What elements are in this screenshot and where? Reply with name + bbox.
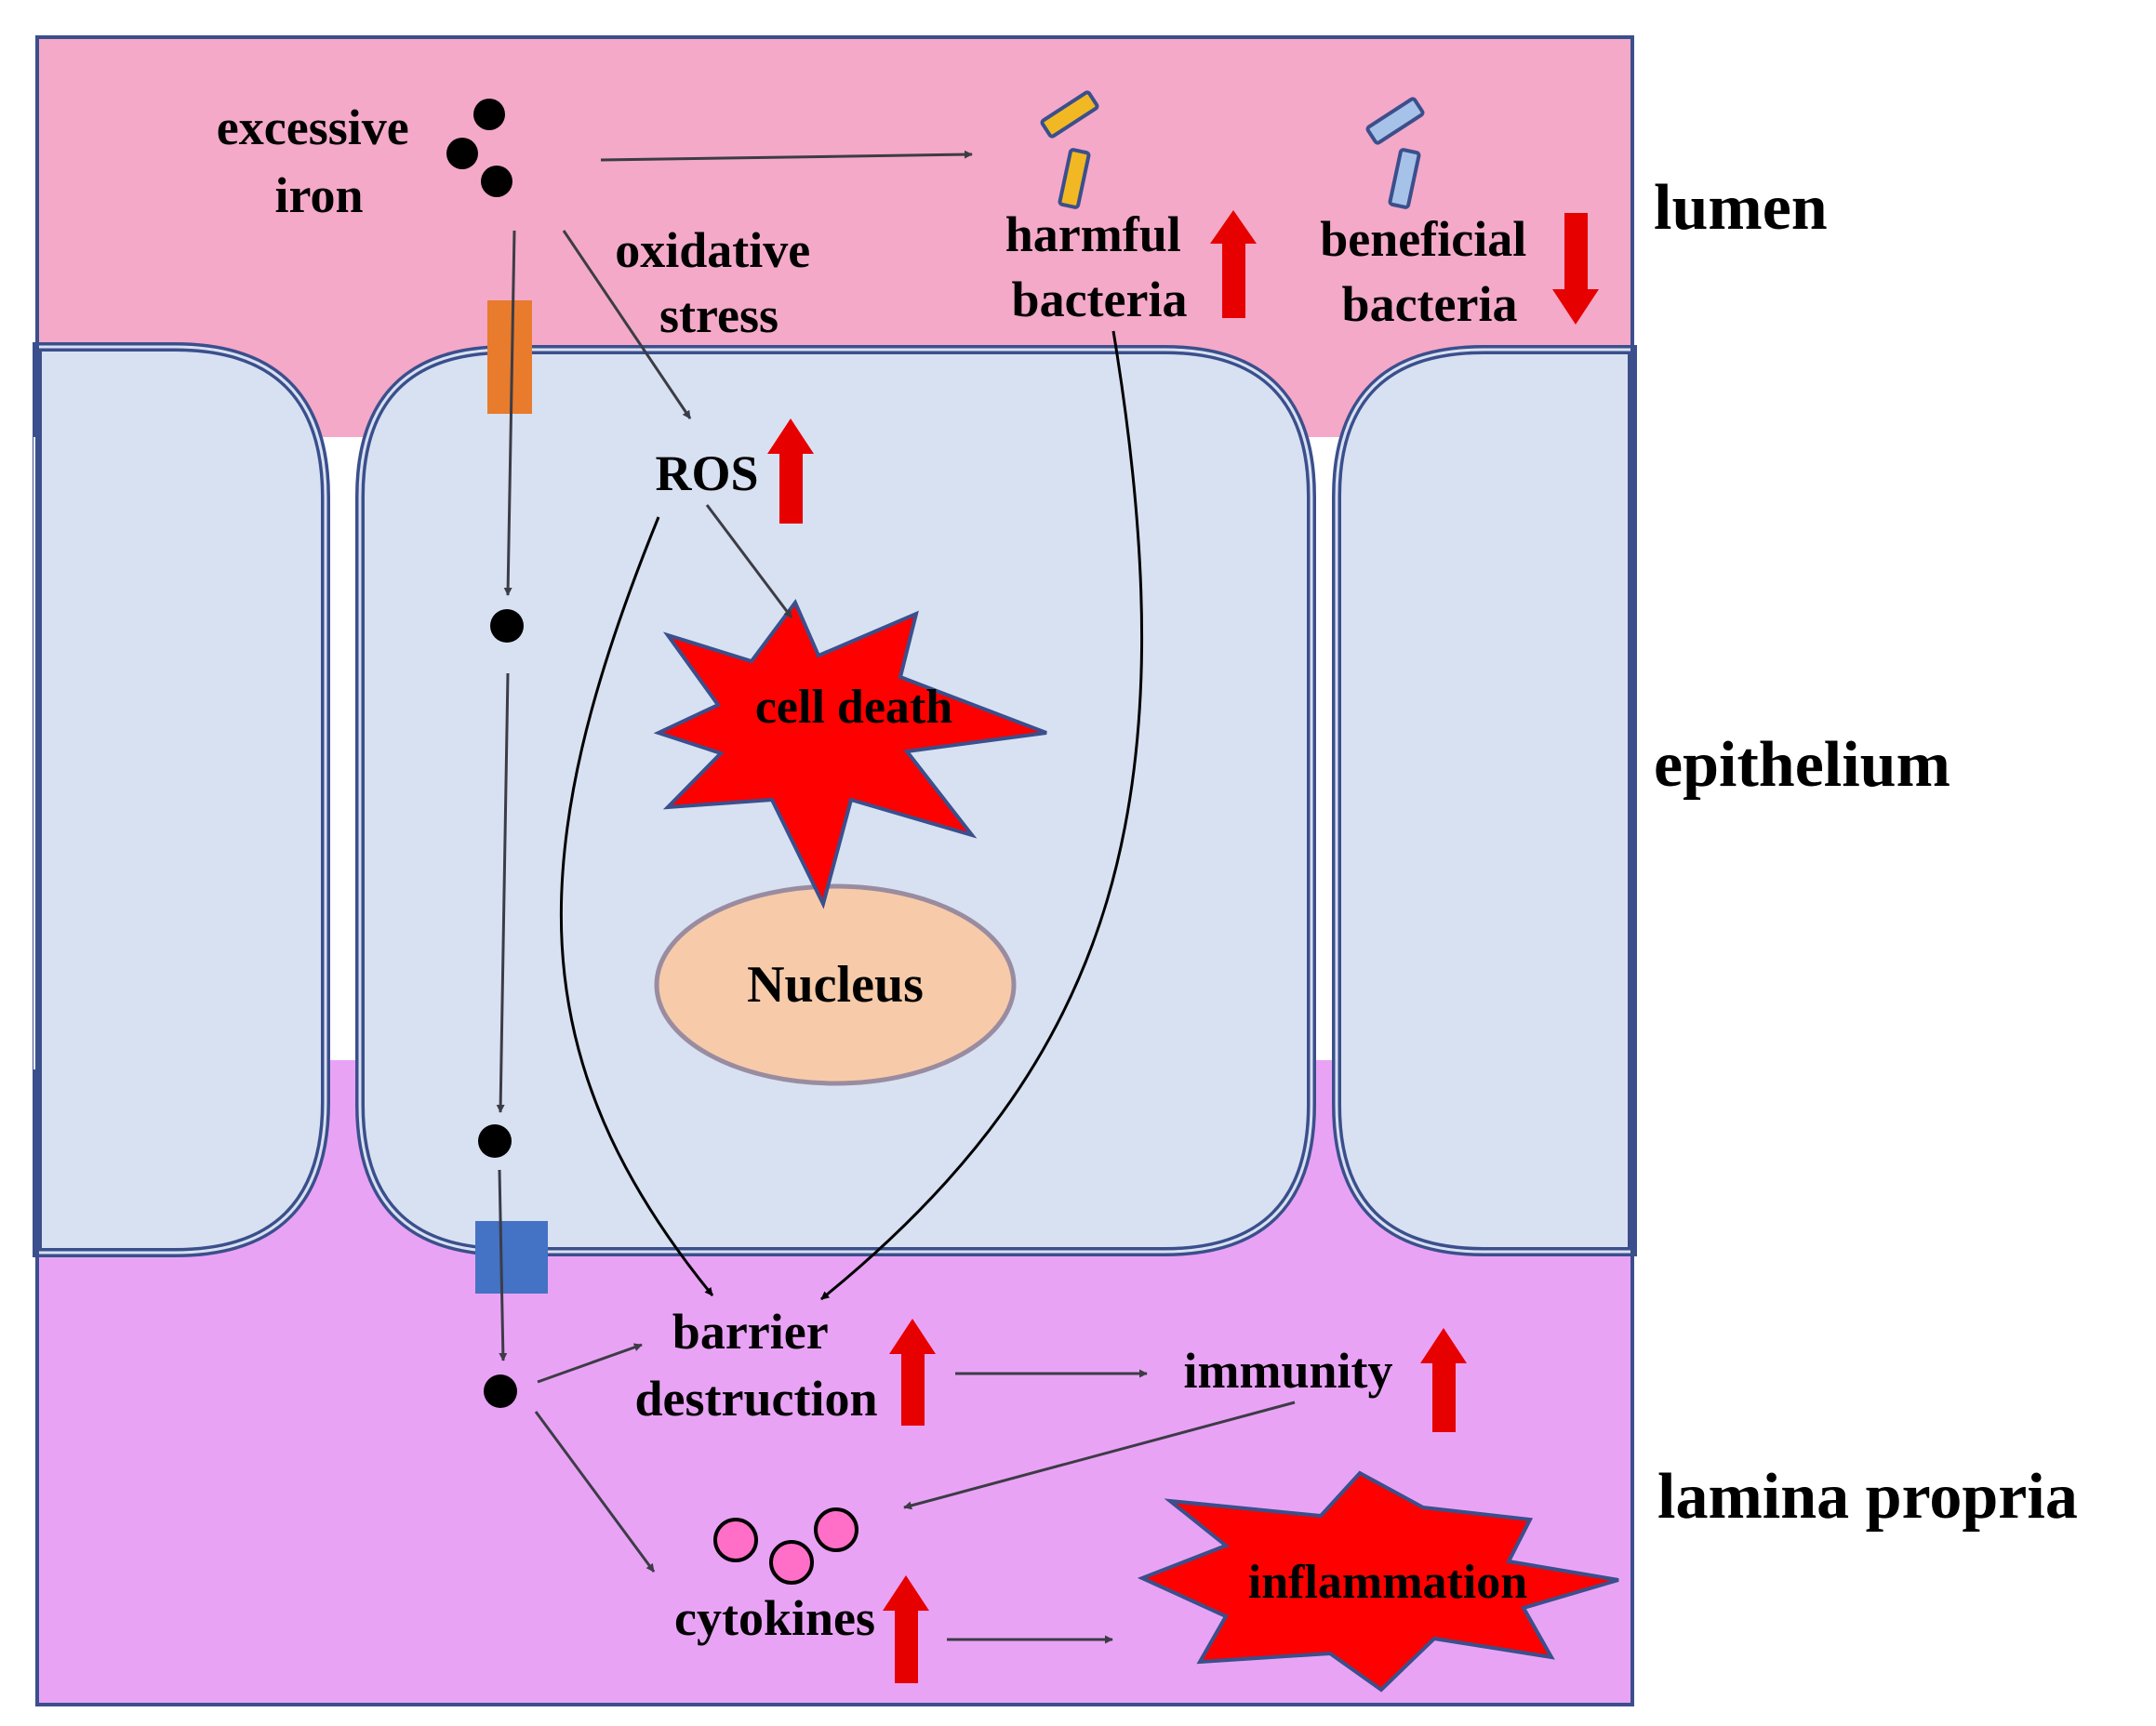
iron-export-arrow xyxy=(498,1169,508,1361)
basolateral-iron-exporter xyxy=(475,1221,548,1294)
iron-to-harmful-bacteria-arrow xyxy=(600,150,973,162)
iron-transcellular-arrow xyxy=(496,672,510,1113)
cell-death-label: cell death xyxy=(755,681,952,734)
apical-iron-importer xyxy=(487,300,532,414)
flow-arrows xyxy=(496,150,1296,1644)
ros-to-barrier-arrow xyxy=(559,516,714,1296)
inflammation-label: inflammation xyxy=(1248,1556,1528,1609)
epithelium-region-label: epithelium xyxy=(1654,729,1950,801)
iron-uptake-arrow xyxy=(503,230,516,596)
harmful-bacteria-to-barrier-arrow xyxy=(820,330,1143,1301)
harmful-bacteria-icon xyxy=(1040,90,1099,209)
iron-to-barrier-arrow xyxy=(537,1343,643,1384)
diagram-frame xyxy=(35,35,1634,1706)
iron-to-ros-arrow xyxy=(562,230,692,419)
cytokine xyxy=(814,1507,858,1552)
excessive-iron-label: excessive iron xyxy=(217,100,421,223)
cytokine xyxy=(713,1518,758,1562)
barrier-destruction-up-arrow xyxy=(889,1319,936,1426)
iron-particle xyxy=(481,166,512,197)
inflammation-burst xyxy=(1137,1470,1619,1693)
nucleus-label: Nucleus xyxy=(747,956,924,1014)
iron-to-cytokines-arrow xyxy=(534,1411,656,1573)
barrier-destruction-label: barrier destruction xyxy=(635,1304,878,1427)
ros-label: ROS xyxy=(655,445,758,501)
cytokines-label: cytokines xyxy=(674,1590,875,1646)
iron-particle xyxy=(473,99,505,130)
nucleus xyxy=(654,883,1017,1086)
right-epithelial-cell xyxy=(1332,345,1637,1256)
iron-particle xyxy=(446,138,478,169)
cell-death-burst xyxy=(653,599,1047,909)
cytokine-particles xyxy=(713,1507,858,1585)
beneficial-bacteria-icon xyxy=(1365,97,1425,209)
lumen-region-label: lumen xyxy=(1654,172,1828,244)
immunity-label: immunity xyxy=(1183,1343,1392,1399)
cytokines-up-arrow xyxy=(883,1575,929,1683)
oxidative-stress-label: oxidative stress xyxy=(615,222,823,343)
left-epithelial-cell xyxy=(33,342,330,1257)
immunity-up-arrow xyxy=(1420,1328,1467,1432)
harmful-bacteria-up-arrow xyxy=(1210,210,1257,318)
curved-arrows xyxy=(559,330,1143,1301)
beneficial-bacteria-label: beneficial bacteria xyxy=(1320,211,1538,332)
change-arrows xyxy=(767,210,1599,1683)
basal-iron-particle xyxy=(478,1124,512,1158)
ros-to-cell-death-arrow xyxy=(705,504,793,618)
intracellular-iron-particle xyxy=(490,609,524,643)
beneficial-bacteria-down-arrow xyxy=(1552,213,1599,325)
harmful-bacteria-label: harmful bacteria xyxy=(1005,206,1194,327)
immunity-to-cytokines-arrow xyxy=(903,1401,1296,1510)
lamina-propria-region-label: lamina propria xyxy=(1657,1461,2078,1533)
cytokine xyxy=(769,1540,814,1585)
ros-up-arrow xyxy=(767,418,814,524)
exported-iron-particle xyxy=(484,1374,517,1408)
excessive-iron-particles xyxy=(446,99,512,197)
